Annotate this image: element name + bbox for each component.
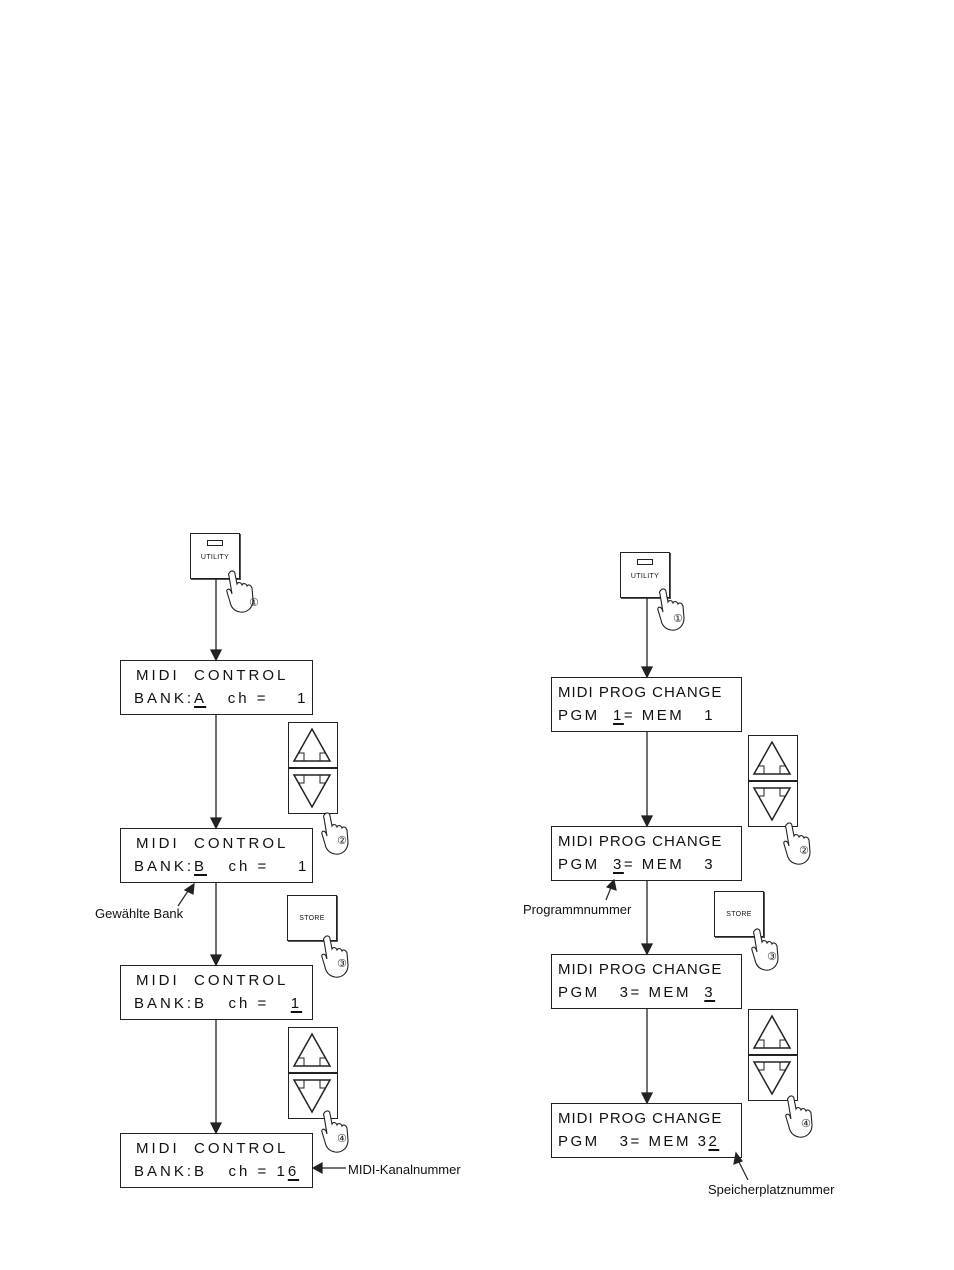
display-line-2: BANK:B ch = 1	[134, 995, 303, 1012]
program-value: 3	[613, 856, 624, 873]
display-line-2: BANK:A ch = 1	[134, 690, 309, 707]
right-up-button-1[interactable]	[748, 735, 798, 781]
svg-text:①: ①	[249, 596, 259, 609]
hand-pointer-icon: ④	[785, 1095, 813, 1138]
right-down-button-2[interactable]	[748, 1055, 798, 1101]
up-arrow-icon	[752, 740, 792, 775]
left-up-button-2[interactable]	[288, 1027, 338, 1073]
svg-text:③: ③	[767, 950, 777, 963]
note-memory-number: Speicherplatznummer	[708, 1182, 835, 1197]
right-store-button[interactable]: STORE	[714, 891, 764, 937]
memory-value: 3	[704, 984, 716, 1001]
down-arrow-icon	[752, 787, 792, 822]
left-down-button-1[interactable]	[288, 768, 338, 814]
down-arrow-icon	[292, 774, 332, 809]
right-down-button-1[interactable]	[748, 781, 798, 827]
left-flow-lines	[209, 579, 223, 1135]
note-midi-channel: MIDI-Kanalnummer	[348, 1162, 461, 1177]
display-line-1: MIDI PROG CHANGE	[558, 961, 723, 978]
svg-text:④: ④	[801, 1117, 811, 1130]
left-up-button-1[interactable]	[288, 722, 338, 768]
display-line-2: PGM 3= MEM 3	[558, 856, 716, 873]
left-display-2: MIDI CONTROL BANK:B ch = 1	[120, 828, 313, 883]
display-line-2: PGM 3= MEM 3	[558, 984, 716, 1001]
display-line-1: MIDI CONTROL	[136, 972, 289, 989]
right-flow-lines	[640, 598, 654, 1105]
display-line-1: MIDI PROG CHANGE	[558, 684, 723, 701]
note-program-number: Programmnummer	[523, 902, 632, 917]
right-display-2: MIDI PROG CHANGE PGM 3= MEM 3	[551, 826, 742, 881]
hand-pointer-icon: ③	[751, 928, 779, 971]
hand-pointer-icon: ②	[783, 822, 811, 865]
right-up-button-2[interactable]	[748, 1009, 798, 1055]
display-line-1: MIDI CONTROL	[136, 835, 289, 852]
hand-pointer-icon: ③	[321, 935, 349, 978]
left-utility-button[interactable]: UTILITY	[190, 533, 240, 579]
svg-text:③: ③	[337, 957, 347, 970]
utility-led-icon	[207, 540, 223, 546]
left-display-4: MIDI CONTROL BANK:B ch = 16	[120, 1133, 313, 1188]
program-value: 1	[613, 707, 624, 724]
display-line-1: MIDI CONTROL	[136, 667, 289, 684]
display-line-1: MIDI PROG CHANGE	[558, 1110, 723, 1127]
utility-led-icon	[637, 559, 653, 565]
down-arrow-icon	[752, 1061, 792, 1096]
note-selected-bank: Gewählte Bank	[95, 906, 184, 921]
right-display-4: MIDI PROG CHANGE PGM 3= MEM 32	[551, 1103, 742, 1158]
svg-text:④: ④	[337, 1132, 347, 1145]
left-store-button[interactable]: STORE	[287, 895, 337, 941]
channel-value: 6	[287, 1163, 300, 1180]
note-pointers	[177, 878, 749, 1181]
hand-pointer-icon: ④	[321, 1110, 349, 1153]
display-line-2: PGM 1= MEM 1	[558, 707, 716, 724]
left-down-button-2[interactable]	[288, 1073, 338, 1119]
svg-text:②: ②	[799, 844, 809, 857]
display-line-2: PGM 3= MEM 32	[558, 1133, 720, 1150]
right-display-1: MIDI PROG CHANGE PGM 1= MEM 1	[551, 677, 742, 732]
display-line-2: BANK:B ch = 1	[134, 858, 310, 875]
channel-value: 1	[290, 995, 303, 1012]
bank-value: A	[194, 690, 207, 707]
right-utility-button[interactable]: UTILITY	[620, 552, 670, 598]
up-arrow-icon	[752, 1014, 792, 1049]
left-display-1: MIDI CONTROL BANK:A ch = 1	[120, 660, 313, 715]
display-line-1: MIDI CONTROL	[136, 1140, 289, 1157]
hand-pointer-icon: ①	[226, 570, 259, 613]
display-line-1: MIDI PROG CHANGE	[558, 833, 723, 850]
memory-value: 2	[708, 1133, 720, 1150]
right-display-3: MIDI PROG CHANGE PGM 3= MEM 3	[551, 954, 742, 1009]
hand-pointer-icon: ②	[321, 812, 349, 855]
display-line-2: BANK:B ch = 16	[134, 1163, 300, 1180]
up-arrow-icon	[292, 1032, 332, 1067]
up-arrow-icon	[292, 727, 332, 762]
down-arrow-icon	[292, 1079, 332, 1114]
hand-pointer-icon: ①	[657, 588, 685, 631]
bank-value: B	[194, 858, 208, 875]
svg-text:②: ②	[337, 834, 347, 847]
svg-text:①: ①	[673, 612, 683, 625]
left-display-3: MIDI CONTROL BANK:B ch = 1	[120, 965, 313, 1020]
